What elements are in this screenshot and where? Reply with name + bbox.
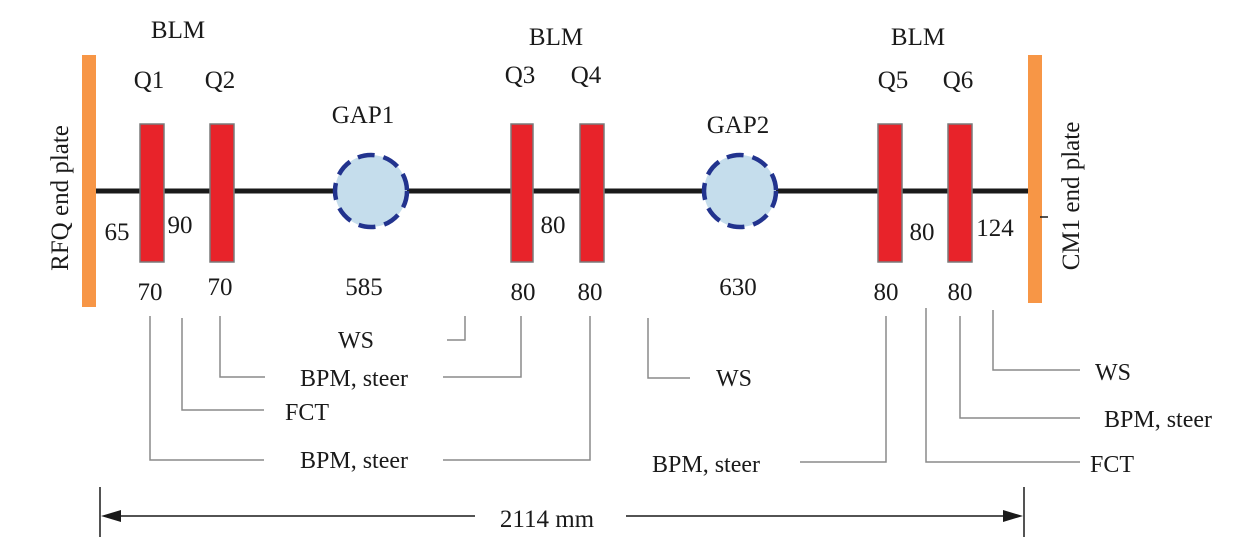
leader-bpm-q6: [959, 316, 1080, 419]
spacing-65: 65: [105, 219, 130, 246]
quad-label-q2: Q2: [205, 67, 236, 94]
ws-label-2: WS: [716, 366, 752, 392]
quad-q1: [139, 123, 165, 263]
dimension-arrow-left-icon: [101, 510, 121, 522]
leader-bpm-q1-right: [443, 316, 591, 461]
length-gap2: 630: [719, 274, 757, 301]
gap2-cavity: [701, 152, 779, 230]
quad-label-q4: Q4: [571, 62, 602, 89]
spacing-80-q5q6: 80: [910, 219, 935, 246]
total-length-label: 2114 mm: [500, 506, 595, 533]
fct-label-right: FCT: [1090, 452, 1134, 478]
leader-bpm-q2-right: [443, 316, 522, 378]
bpm-steer-label-q2: BPM, steer: [300, 366, 408, 392]
length-q5: 80: [874, 279, 899, 306]
quad-q4: [579, 123, 605, 263]
rfq-end-plate-label: RFQ end plate: [47, 125, 74, 271]
leader-fct-right: [925, 308, 1080, 463]
quad-q6: [947, 123, 973, 263]
spacing-124: 124: [976, 215, 1014, 242]
cm1-end-plate: [1028, 55, 1042, 303]
leader-ws-2: [647, 318, 690, 379]
leader-bpm-q1-left: [149, 316, 264, 461]
leader-lines: [149, 308, 1080, 463]
bpm-steer-label-q1: BPM, steer: [300, 448, 408, 474]
gap1-label: GAP1: [332, 102, 395, 129]
spacing-90: 90: [168, 212, 193, 239]
bpm-steer-label-q6: BPM, steer: [1104, 407, 1212, 433]
dimension-arrow-right-icon: [1003, 510, 1023, 522]
gap2-label: GAP2: [707, 112, 770, 139]
ws-label-1: WS: [338, 328, 374, 354]
leader-ws-3: [992, 310, 1080, 371]
quad-label-q1: Q1: [134, 67, 165, 94]
quad-q3: [510, 123, 534, 263]
blm-label-2: BLM: [529, 24, 583, 51]
quad-q2: [209, 123, 235, 263]
quad-q5: [877, 123, 903, 263]
leader-ws-1: [447, 316, 466, 341]
blm-label-3: BLM: [891, 24, 945, 51]
quad-label-q5: Q5: [878, 67, 909, 94]
rfq-end-plate: [82, 55, 96, 307]
blm-label-1: BLM: [151, 17, 205, 44]
leader-fct-left: [181, 318, 264, 411]
spacing-80-q3q4: 80: [541, 212, 566, 239]
ws-label-3: WS: [1095, 360, 1131, 386]
length-q1: 70: [138, 279, 163, 306]
length-q4: 80: [578, 279, 603, 306]
bpm-steer-label-q5: BPM, steer: [652, 452, 760, 478]
leader-bpm-q2-left: [219, 316, 265, 378]
length-q3: 80: [511, 279, 536, 306]
gap1-cavity: [332, 152, 410, 230]
length-q6: 80: [948, 279, 973, 306]
quad-label-q6: Q6: [943, 67, 974, 94]
fct-label-left: FCT: [285, 400, 329, 426]
length-q2: 70: [208, 274, 233, 301]
quad-label-q3: Q3: [505, 62, 536, 89]
leader-bpm-q5: [800, 316, 887, 463]
length-gap1: 585: [345, 274, 383, 301]
cm1-end-plate-label: CM1 end plate: [1058, 122, 1085, 271]
